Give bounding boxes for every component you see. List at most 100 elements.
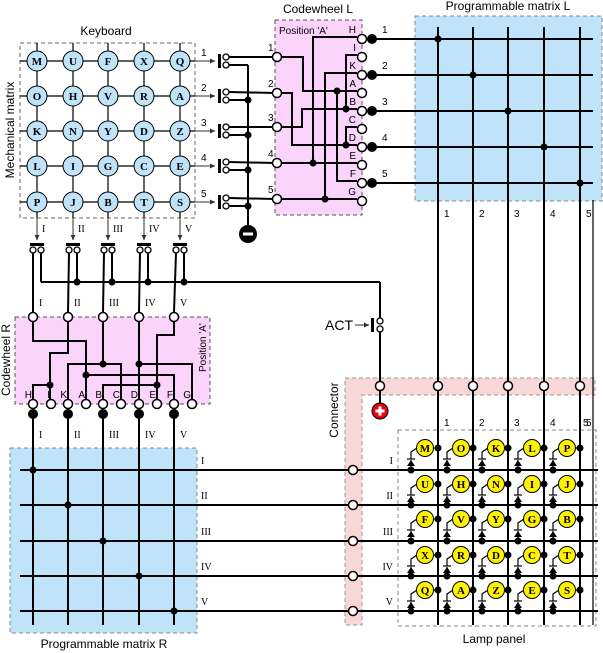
codewheel-l-input-label: 1 bbox=[268, 43, 274, 54]
codewheel-l-frame bbox=[274, 19, 363, 216]
codewheel-l-input bbox=[271, 157, 283, 169]
matrix-r-title: Programmable matrix R bbox=[41, 637, 168, 651]
lamp-column-junction bbox=[576, 551, 584, 559]
key-label: Y bbox=[104, 126, 112, 138]
cwr-wire-K bbox=[67, 363, 103, 399]
codewheel-l-output-label: G bbox=[348, 187, 356, 198]
row-number: 5 bbox=[201, 189, 207, 200]
codewheel-l-output-label: C bbox=[349, 115, 356, 126]
column-roman: III bbox=[113, 224, 123, 235]
codewheel-l-output bbox=[356, 177, 368, 189]
diode-junction bbox=[443, 466, 451, 474]
key-label: L bbox=[33, 161, 40, 173]
diode-icon bbox=[514, 496, 522, 502]
codewheel-r-output bbox=[168, 398, 180, 410]
codewheel-l-position: Position 'A' bbox=[279, 26, 328, 37]
act-switch-bar bbox=[371, 318, 374, 332]
junction bbox=[46, 381, 54, 389]
switch-bar bbox=[218, 54, 221, 68]
codewheel-r-output bbox=[115, 398, 127, 410]
diode-junction bbox=[407, 537, 415, 545]
switch-contact-upper bbox=[222, 53, 230, 61]
switch-contact-left bbox=[172, 246, 180, 254]
key-x bbox=[133, 50, 155, 72]
diode-junction bbox=[514, 466, 522, 474]
junction bbox=[309, 159, 317, 167]
switch-contact-right bbox=[144, 246, 152, 254]
lamp-label: L bbox=[528, 443, 535, 455]
codewheel-l-output bbox=[356, 195, 368, 207]
connector-terminal-column bbox=[538, 380, 550, 392]
diode-junction bbox=[549, 572, 557, 580]
key-h bbox=[62, 85, 84, 107]
lamp-column-junction bbox=[469, 586, 477, 594]
switch-bar bbox=[66, 243, 80, 246]
diode-icon bbox=[407, 460, 415, 466]
lamp-column-label: 3 bbox=[514, 418, 520, 429]
lamp-label: U bbox=[421, 479, 429, 491]
matrix-r-junction bbox=[170, 607, 178, 615]
junction bbox=[342, 105, 350, 113]
codewheel-r-input bbox=[62, 311, 74, 323]
codewheel-r-output-label: D bbox=[131, 390, 138, 401]
codewheel-l-input-label: 2 bbox=[268, 79, 274, 90]
lamp-label: E bbox=[528, 585, 535, 597]
switch-contact-right bbox=[108, 246, 116, 254]
row-arrow-head bbox=[210, 128, 215, 134]
diode-to-lamp bbox=[481, 518, 489, 530]
lamp-label: H bbox=[457, 479, 466, 491]
codewheel-l-input-label: 4 bbox=[268, 149, 274, 160]
diode-junction bbox=[478, 537, 486, 545]
key-label: E bbox=[176, 161, 183, 173]
matrix-r-row-label: I bbox=[201, 456, 204, 467]
key-t bbox=[133, 191, 155, 213]
diode-junction bbox=[549, 466, 557, 474]
column-roman: IV bbox=[149, 224, 160, 235]
switch-contact-upper bbox=[222, 194, 230, 202]
switch-contact-lower bbox=[222, 131, 230, 139]
diode-junction bbox=[514, 537, 522, 545]
connector-terminal-row bbox=[347, 570, 359, 582]
row-arrow-head bbox=[210, 199, 215, 205]
switch-bar bbox=[173, 243, 187, 246]
lamp-column-junction bbox=[504, 444, 512, 452]
cwl-wire-3-B bbox=[282, 108, 357, 128]
diode-to-lamp bbox=[517, 589, 525, 601]
codewheel-r-title: Codewheel R bbox=[0, 324, 13, 396]
matrix-r-row-label: IV bbox=[201, 562, 212, 573]
lamp-label: J bbox=[564, 479, 570, 491]
row-arrow-head bbox=[210, 93, 215, 99]
diode-icon bbox=[514, 460, 522, 466]
cwr-wire-G bbox=[139, 363, 193, 399]
lamp-column-junction bbox=[469, 480, 477, 488]
matrix-r-row-label: V bbox=[201, 597, 209, 608]
lamp-column-junction bbox=[576, 586, 584, 594]
diode-icon bbox=[443, 460, 451, 466]
diode-icon bbox=[549, 602, 557, 608]
key-k bbox=[26, 120, 48, 142]
codewheel-r-output-label: C bbox=[113, 390, 120, 401]
key-label: K bbox=[33, 126, 42, 138]
codewheel-r-input bbox=[27, 311, 39, 323]
codewheel-r-output-label: G bbox=[183, 390, 191, 401]
diode-to-lamp bbox=[552, 483, 560, 495]
switch-bar bbox=[137, 243, 151, 246]
lamp-label: Q bbox=[421, 585, 430, 597]
act-contact-lower bbox=[376, 325, 384, 333]
connector-terminal-column bbox=[502, 380, 514, 392]
switch-contact-left bbox=[65, 246, 73, 254]
switch-contact-upper bbox=[222, 123, 230, 131]
cwr-wire-F bbox=[86, 374, 175, 399]
junction bbox=[153, 381, 161, 389]
matrix-l-column-label: 5 bbox=[586, 209, 592, 220]
matrix-l-junction bbox=[434, 35, 442, 43]
matrix-r-column-label: V bbox=[180, 430, 188, 441]
codewheel-l-output-label: I bbox=[353, 43, 356, 54]
codewheel-r-input bbox=[133, 311, 145, 323]
cwr-wire-B bbox=[102, 384, 157, 399]
diode-to-lamp bbox=[481, 483, 489, 495]
lamp-row-label: I bbox=[390, 456, 393, 467]
switch-bar bbox=[218, 89, 221, 103]
lamp-label: C bbox=[528, 550, 536, 562]
key-u bbox=[62, 50, 84, 72]
